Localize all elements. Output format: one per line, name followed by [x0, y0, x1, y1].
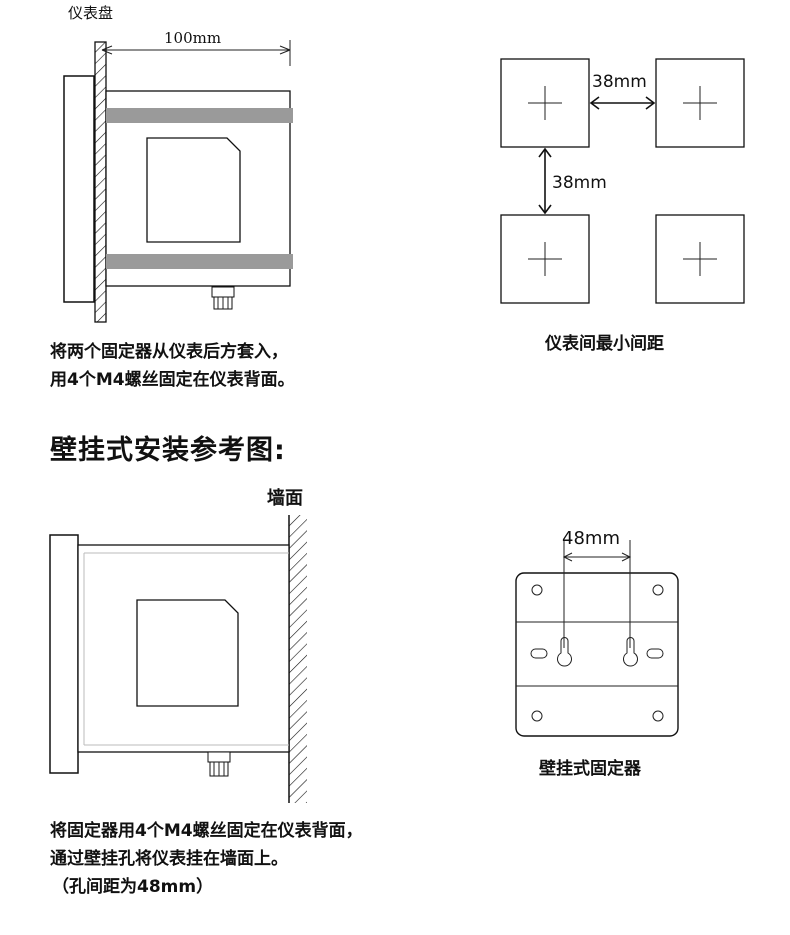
- slot-hole: [646, 648, 664, 659]
- panel-mount-view: [63, 40, 293, 323]
- vertical-spacing-label: 38mm: [552, 173, 607, 193]
- panel-caption: 将两个固定器从仪表后方套入， 用4个M4螺丝固定在仪表背面。: [50, 338, 295, 394]
- mounting-panel: [94, 41, 107, 323]
- meter-label-wall: [136, 599, 239, 707]
- meter-label: [146, 137, 241, 243]
- cable-gland-wall: [207, 751, 231, 777]
- hole-distance-label: 48mm: [562, 528, 620, 549]
- wall-bracket: [515, 540, 679, 737]
- meter-bezel-wall: [49, 534, 79, 774]
- fixing-bar-top: [106, 108, 293, 123]
- keyhole-left: [557, 637, 572, 667]
- spacing-caption: 仪表间最小间距: [545, 334, 664, 354]
- wall-mount-view: [49, 515, 307, 803]
- bracket-plate: [515, 572, 679, 737]
- meter-square-bottom-left: [500, 214, 590, 304]
- screw-hole: [531, 584, 543, 596]
- fixing-bar-bottom: [106, 254, 293, 269]
- cable-gland: [211, 286, 235, 310]
- wall-caption-line3: （孔间距为48mm）: [52, 877, 214, 897]
- panel-caption-line1: 将两个固定器从仪表后方套入，: [50, 342, 288, 362]
- meter-square-bottom-right: [655, 214, 745, 304]
- wall-hatch: [289, 515, 307, 803]
- screw-hole: [531, 710, 543, 722]
- wall-section-heading: 壁挂式安装参考图:: [50, 435, 286, 466]
- spacing-diagram: [500, 58, 745, 304]
- wall-caption: 将固定器用4个M4螺丝固定在仪表背面， 通过壁挂孔将仪表挂在墙面上。 （孔间距为…: [50, 817, 363, 901]
- slot-hole: [530, 648, 548, 659]
- wall-label: 墙面: [267, 488, 303, 509]
- meter-square-top-left: [500, 58, 590, 148]
- panel-dimension-label: 100mm: [164, 29, 222, 47]
- panel-caption-line2: 用4个M4螺丝固定在仪表背面。: [50, 370, 295, 390]
- screw-hole: [652, 710, 664, 722]
- meter-square-top-right: [655, 58, 745, 148]
- screw-hole: [652, 584, 664, 596]
- horizontal-spacing-label: 38mm: [592, 72, 647, 92]
- keyhole-right: [623, 637, 638, 667]
- wall-caption-line1: 将固定器用4个M4螺丝固定在仪表背面，: [50, 821, 363, 841]
- panel-label: 仪表盘: [68, 4, 114, 22]
- bracket-caption: 壁挂式固定器: [539, 759, 641, 779]
- meter-bezel: [63, 75, 95, 303]
- wall-caption-line2: 通过壁挂孔将仪表挂在墙面上。: [50, 849, 288, 869]
